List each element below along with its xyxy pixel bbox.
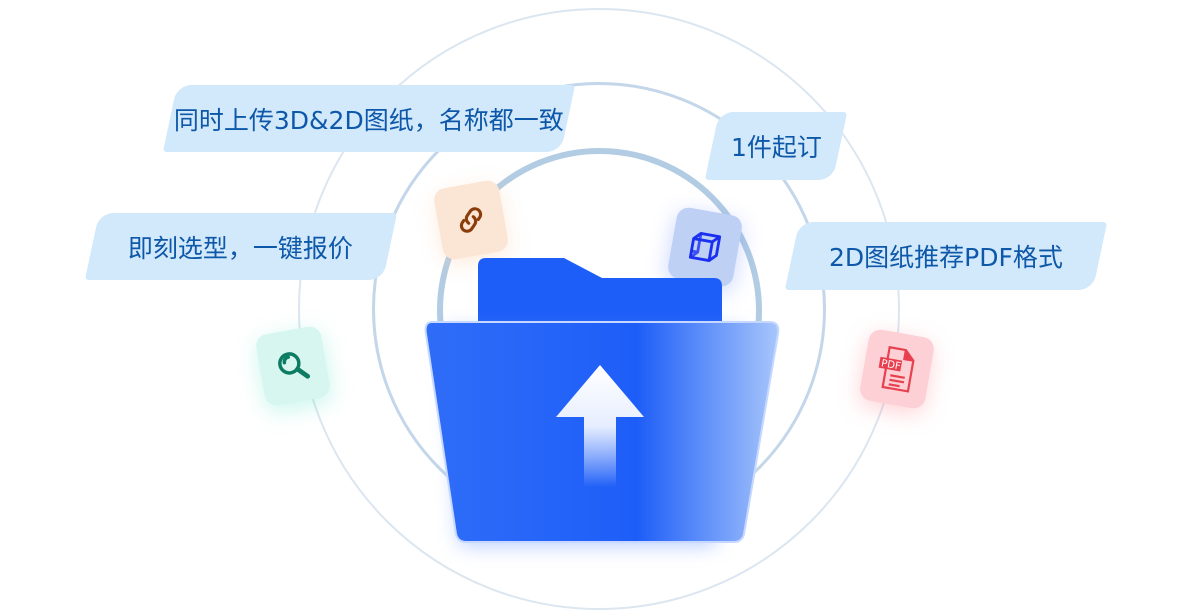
search-icon xyxy=(254,324,332,408)
cube-icon xyxy=(666,205,744,289)
folder-graphic xyxy=(424,258,780,545)
label-pdf-recommend-text: 2D图纸推荐PDF格式 xyxy=(829,243,1063,272)
label-instant-quote-text: 即刻选型，一键报价 xyxy=(128,233,354,263)
upload-folder[interactable] xyxy=(400,250,800,570)
label-pdf-recommend: 2D图纸推荐PDF格式 xyxy=(784,222,1108,290)
upload-arrow-icon xyxy=(556,365,644,487)
label-upload-both-text: 同时上传3D&2D图纸，名称都一致 xyxy=(174,105,564,135)
label-upload-both: 同时上传3D&2D图纸，名称都一致 xyxy=(162,85,576,152)
label-instant-quote: 即刻选型，一键报价 xyxy=(84,213,398,280)
link-icon xyxy=(432,178,510,262)
label-min-order-text: 1件起订 xyxy=(730,133,822,162)
pdf-file-icon: PDF xyxy=(858,327,936,411)
pdf-badge-text: PDF xyxy=(880,358,901,372)
label-min-order: 1件起订 xyxy=(704,112,848,180)
